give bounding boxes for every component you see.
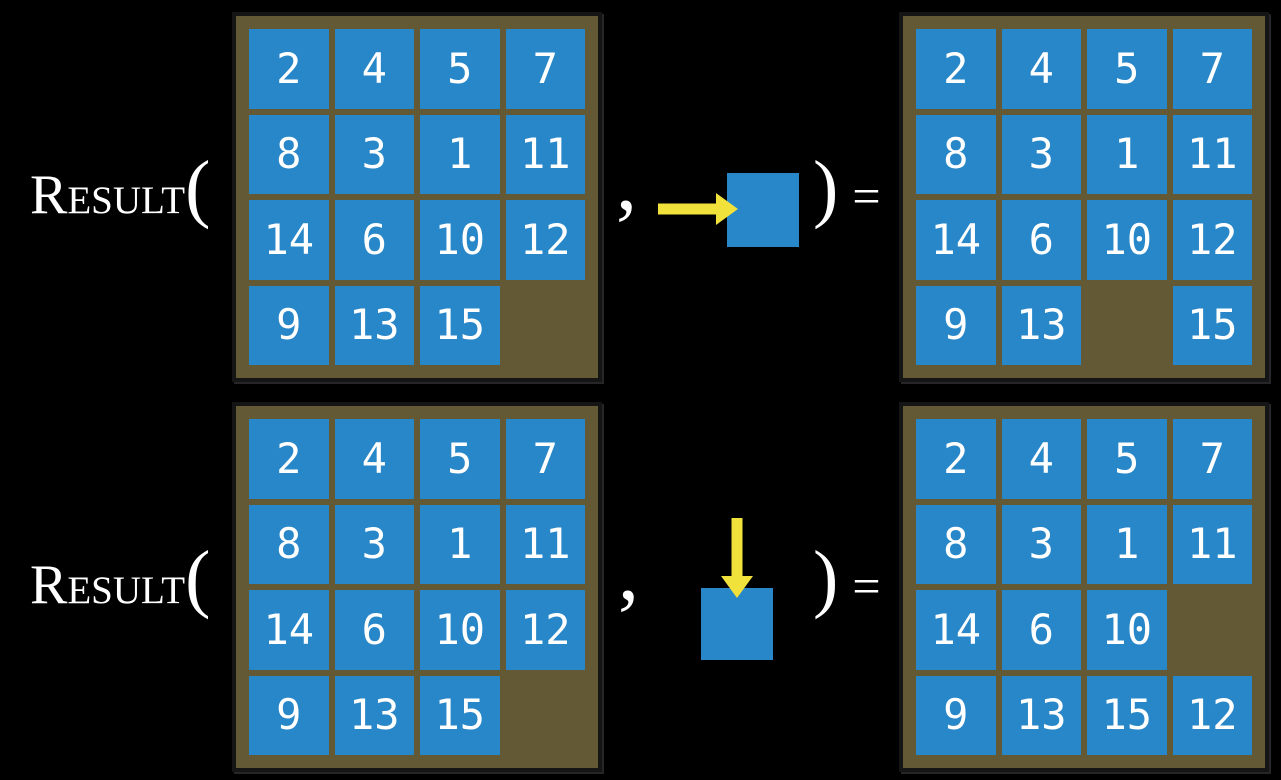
puzzle-tile: 10 xyxy=(1087,200,1167,280)
puzzle-tile: 13 xyxy=(1001,675,1081,755)
close-paren: ) xyxy=(813,146,839,230)
puzzle-tile: 7 xyxy=(1172,419,1252,499)
puzzle-tile: 4 xyxy=(1001,29,1081,109)
puzzle-tile: 4 xyxy=(1001,419,1081,499)
empty-cell xyxy=(1087,286,1167,366)
puzzle-tile: 1 xyxy=(420,114,500,194)
puzzle-tile: 7 xyxy=(1172,29,1252,109)
puzzle-tile: 12 xyxy=(505,590,585,670)
puzzle-tile: 11 xyxy=(1172,114,1252,194)
puzzle-tile: 15 xyxy=(420,285,500,365)
puzzle-tile: 3 xyxy=(334,114,414,194)
puzzle-tile: 10 xyxy=(420,200,500,280)
puzzle-tile: 6 xyxy=(334,200,414,280)
puzzle-tile: 11 xyxy=(1172,504,1252,584)
puzzle-tile: 1 xyxy=(1087,504,1167,584)
puzzle-tile: 8 xyxy=(916,504,996,584)
puzzle-tile: 12 xyxy=(505,200,585,280)
puzzle-tile: 7 xyxy=(505,419,585,499)
puzzle-tile: 2 xyxy=(249,29,329,109)
open-paren: ( xyxy=(185,536,211,620)
puzzle-tile: 15 xyxy=(1172,285,1252,365)
puzzle-tile: 15 xyxy=(420,675,500,755)
puzzle-tile: 5 xyxy=(420,29,500,109)
puzzle-tile: 1 xyxy=(420,504,500,584)
puzzle-tile: 7 xyxy=(505,29,585,109)
empty-cell xyxy=(1173,590,1253,670)
puzzle-tile: 3 xyxy=(334,504,414,584)
comma: , xyxy=(616,135,637,228)
tile-square xyxy=(727,173,799,247)
puzzle-tile: 14 xyxy=(249,590,329,670)
puzzle-tile: 5 xyxy=(1087,29,1167,109)
puzzle-tile: 9 xyxy=(249,285,329,365)
puzzle-tile: 9 xyxy=(249,675,329,755)
result-function-label: Result( xyxy=(30,540,210,627)
puzzle-tile: 12 xyxy=(1172,675,1252,755)
puzzle-tile: 9 xyxy=(916,285,996,365)
puzzle-tile: 11 xyxy=(505,114,585,194)
puzzle-tile: 9 xyxy=(916,675,996,755)
tile-square xyxy=(701,588,773,660)
open-paren: ( xyxy=(185,146,211,230)
puzzle-tile: 1 xyxy=(1087,114,1167,194)
right-arrow-icon xyxy=(658,193,738,225)
puzzle-tile: 8 xyxy=(249,114,329,194)
puzzle-tile: 3 xyxy=(1001,504,1081,584)
puzzle-tile: 2 xyxy=(916,29,996,109)
puzzle-tile: 8 xyxy=(916,114,996,194)
comma: , xyxy=(618,525,639,618)
puzzle-tile: 13 xyxy=(334,675,414,755)
equals-sign: = xyxy=(852,558,881,614)
puzzle-tile: 10 xyxy=(1087,590,1167,670)
puzzle-tile: 15 xyxy=(1087,675,1167,755)
puzzle-tile: 12 xyxy=(1172,200,1252,280)
puzzle-tile: 10 xyxy=(420,590,500,670)
puzzle-tile: 5 xyxy=(1087,419,1167,499)
close-paren-equals: )= xyxy=(813,150,881,237)
close-paren-equals: )= xyxy=(813,540,881,627)
puzzle-tile: 5 xyxy=(420,419,500,499)
puzzle-tile: 14 xyxy=(916,200,996,280)
empty-cell xyxy=(506,676,586,756)
close-paren: ) xyxy=(813,536,839,620)
result-function-label: Result( xyxy=(30,150,210,237)
puzzle-tile: 14 xyxy=(916,590,996,670)
puzzle-tile: 2 xyxy=(916,419,996,499)
puzzle-tile: 2 xyxy=(249,419,329,499)
puzzle-tile: 14 xyxy=(249,200,329,280)
puzzle-tile: 13 xyxy=(1001,285,1081,365)
puzzle-tile: 6 xyxy=(1001,590,1081,670)
puzzle-tile: 13 xyxy=(334,285,414,365)
puzzle-tile: 4 xyxy=(334,419,414,499)
puzzle-tile: 11 xyxy=(505,504,585,584)
down-arrow-icon xyxy=(721,518,753,598)
function-name: Result xyxy=(30,554,186,616)
empty-cell xyxy=(506,286,586,366)
function-name: Result xyxy=(30,164,186,226)
puzzle-tile: 6 xyxy=(334,590,414,670)
equals-sign: = xyxy=(852,168,881,224)
puzzle-tile: 4 xyxy=(334,29,414,109)
puzzle-tile: 8 xyxy=(249,504,329,584)
puzzle-tile: 6 xyxy=(1001,200,1081,280)
puzzle-tile: 3 xyxy=(1001,114,1081,194)
